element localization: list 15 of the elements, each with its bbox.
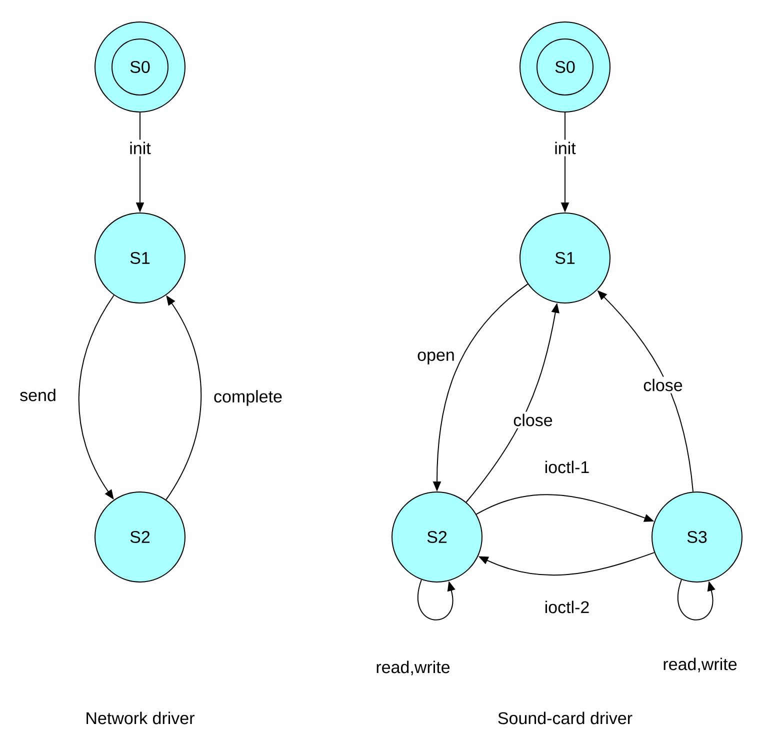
- diagram-caption: Network driver: [86, 712, 194, 724]
- edge-label: read,write: [374, 658, 452, 678]
- edge-label: read,write: [660, 656, 740, 674]
- edge-label: open: [415, 350, 457, 366]
- edge-label: init: [127, 140, 153, 156]
- start-state: S0: [94, 22, 186, 112]
- edge-label: complete: [212, 388, 284, 408]
- diagram-caption: Sound-card driver: [498, 712, 632, 724]
- edge-label: init: [552, 140, 578, 156]
- edge-label: ioctl-2: [542, 598, 592, 616]
- edge-label: send: [18, 386, 58, 404]
- edge-label: close: [641, 376, 685, 394]
- start-state: S0: [520, 22, 610, 112]
- edge-label: ioctl-1: [542, 458, 592, 476]
- edge-label: close: [511, 412, 555, 428]
